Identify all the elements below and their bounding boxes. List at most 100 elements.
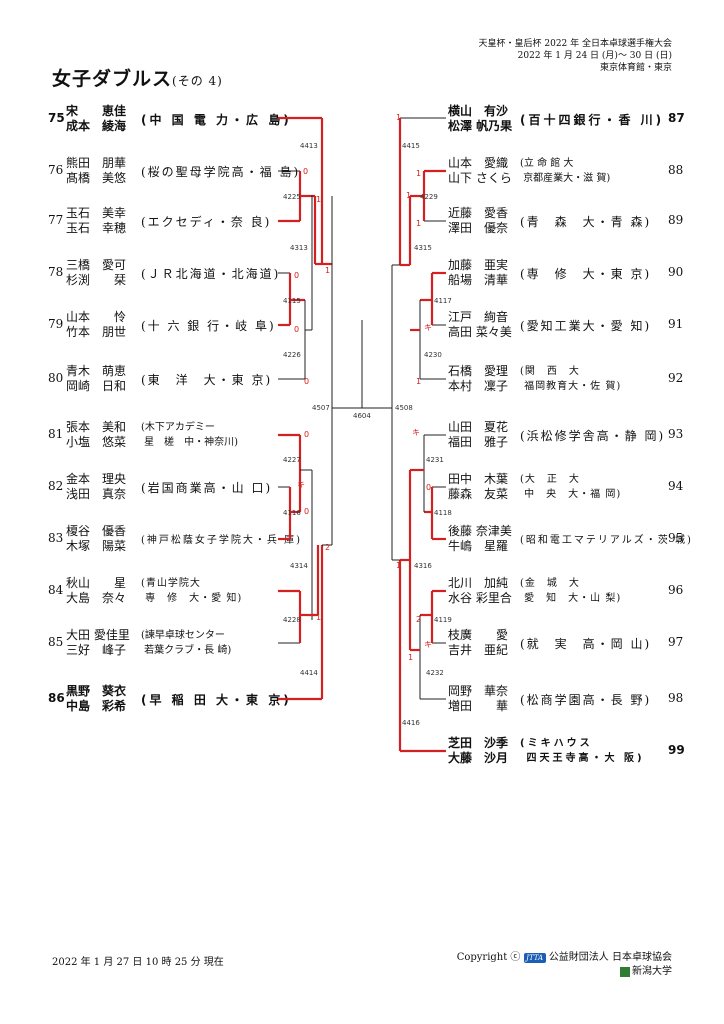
player-name: 加藤 亜実	[448, 258, 509, 272]
player-name: 玉石 幸穂	[66, 221, 127, 235]
player-name: 芝田 沙季	[448, 736, 509, 750]
match-id-label: 4413	[300, 142, 318, 150]
player-name: 船場 清華	[448, 273, 509, 287]
player-name: 秋山 星	[66, 576, 127, 590]
seed-number: 79	[48, 317, 64, 331]
player-name: 張本 美和	[66, 420, 127, 434]
player-names: 近藤 愛香澤田 優奈	[448, 206, 508, 236]
match-id-label: 4313	[290, 244, 308, 252]
match-score: 1	[416, 377, 421, 386]
player-names: 芝田 沙季大藤 沙月	[448, 736, 508, 766]
seed-number: 99	[668, 743, 685, 757]
player-name: 髙橋 美悠	[66, 171, 127, 185]
player-name: 玉石 美幸	[66, 206, 127, 220]
seed-number: 92	[668, 371, 684, 385]
player-name: 中島 彩希	[66, 699, 127, 713]
player-name: 金本 理央	[66, 472, 127, 486]
match-id-label: 4416	[402, 719, 420, 727]
player-name: 澤田 優奈	[448, 221, 509, 235]
match-id-label: 4508	[395, 404, 413, 412]
player-name: 江戸 絢音	[448, 310, 509, 324]
match-id-label: 4118	[434, 509, 452, 517]
player-name: 山下 さくら	[448, 171, 512, 185]
player-name: 三橋 愛可	[66, 258, 127, 272]
team-affiliation: (青 森 大・青 森)	[520, 215, 652, 229]
university-name: 新潟大学	[632, 966, 672, 977]
page-title: 女子ダブルス(その 4)	[52, 64, 223, 91]
player-name: 宋 恵佳	[66, 104, 127, 118]
match-id-label: 4315	[414, 244, 432, 252]
match-id-label: 4117	[434, 297, 452, 305]
seed-number: 88	[668, 163, 684, 177]
seed-number: 85	[48, 635, 64, 649]
seed-number: 84	[48, 583, 64, 597]
player-name: 本村 凜子	[448, 379, 509, 393]
match-score: キ	[424, 640, 432, 649]
team-affiliation: (ＪＲ北海道・北海道)	[141, 267, 281, 281]
update-timestamp: 2022 年 1 月 27 日 10 時 25 分 現在	[52, 957, 224, 968]
seed-number: 82	[48, 479, 64, 493]
match-score: 0	[304, 377, 309, 386]
team-affiliation: (中 国 電 力・広 島)	[141, 113, 292, 127]
player-names: 枝廣 愛吉井 亜紀	[448, 628, 508, 658]
player-name: 浅田 真奈	[66, 487, 127, 501]
match-score: 1	[316, 195, 321, 204]
player-name: 近藤 愛香	[448, 206, 509, 220]
player-names: 青木 萌恵岡崎 日和	[66, 364, 126, 394]
player-name: 杉渕 栞	[66, 273, 127, 287]
match-id-label: 4230	[424, 351, 442, 359]
team-affiliation: (愛知工業大・愛 知)	[520, 319, 652, 333]
match-id-label: 4507	[312, 404, 330, 412]
team-affiliation: (桜の聖母学院高・福 島)	[141, 165, 301, 179]
event-title: 女子ダブルス	[52, 68, 173, 90]
match-score: キ	[412, 428, 420, 437]
player-names: 黒野 葵衣中島 彩希	[66, 684, 126, 714]
seed-number: 83	[48, 531, 64, 545]
player-name: 岡野 華奈	[448, 684, 509, 698]
player-name: 吉井 亜紀	[448, 643, 509, 657]
match-id-label: 4115	[283, 297, 301, 305]
team-affiliation: (ミキハウス 四天王寺高・大 阪)	[520, 738, 645, 764]
player-names: 岡野 華奈増田 華	[448, 684, 508, 714]
player-name: 山本 愛織	[448, 156, 509, 170]
match-id-label: 4228	[283, 616, 301, 624]
match-id-label: 4225	[283, 193, 301, 201]
match-score: 0	[294, 325, 299, 334]
seed-number: 91	[668, 317, 684, 331]
seed-number: 89	[668, 213, 684, 227]
match-score: 0	[303, 167, 308, 176]
team-affiliation: (諫早卓球センター 若葉クラブ・長 崎)	[141, 630, 232, 656]
player-name: 竹本 朋世	[66, 325, 127, 339]
tournament-dates: 2022 年 1 月 24 日 (月)〜 30 日 (日)	[517, 51, 672, 61]
copyright-text: Copyright ⓒ	[456, 952, 521, 963]
player-name: 後藤 奈津美	[448, 524, 512, 538]
player-name: 熊田 朋華	[66, 156, 127, 170]
team-affiliation: (エクセディ・奈 良)	[141, 215, 272, 229]
match-id-label: 4231	[426, 456, 444, 464]
match-score: 1	[416, 169, 421, 178]
player-name: 増田 華	[448, 699, 509, 713]
organization-name: 公益財団法人 日本卓球協会	[548, 952, 672, 963]
team-affiliation: (青山学院大 専 修 大・愛 知)	[141, 578, 243, 604]
match-score: 0	[304, 507, 309, 516]
seed-number: 90	[668, 265, 684, 279]
player-names: 大田 愛佳里三好 峰子	[66, 628, 130, 658]
player-name: 北川 加純	[448, 576, 509, 590]
player-names: 金本 理央浅田 真奈	[66, 472, 126, 502]
player-names: 加藤 亜実船場 清華	[448, 258, 508, 288]
seed-number: 76	[48, 163, 64, 177]
player-name: 水谷 彩里合	[448, 591, 512, 605]
seed-number: 97	[668, 635, 684, 649]
player-name: 榎谷 優香	[66, 524, 127, 538]
player-names: 北川 加純水谷 彩里合	[448, 576, 512, 606]
match-score: キ	[297, 480, 305, 489]
seed-number: 87	[668, 111, 685, 125]
team-affiliation: (立 命 館 大 京都産業大・滋 賀)	[520, 158, 611, 184]
player-name: 三好 峰子	[66, 643, 127, 657]
player-names: 横山 有沙松澤 帆乃果	[448, 104, 512, 134]
match-score: 1	[408, 653, 413, 662]
match-score: 1	[416, 219, 421, 228]
player-name: 牛嶋 星羅	[448, 539, 509, 553]
team-affiliation: (東 洋 大・東 京)	[141, 373, 273, 387]
player-name: 横山 有沙	[448, 104, 509, 118]
